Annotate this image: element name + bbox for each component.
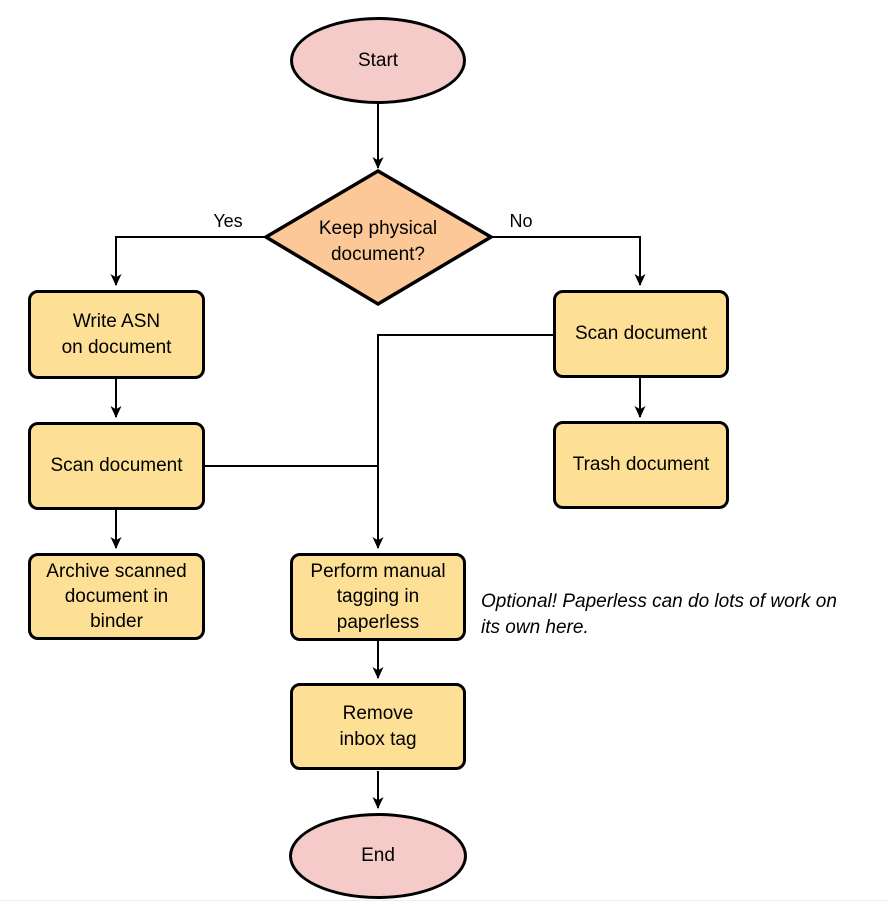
end-node-label: End xyxy=(361,845,395,867)
manual-tagging-node-label: Perform manual tagging in paperless xyxy=(310,561,446,633)
optional-annotation: Optional! Paperless can do lots of work … xyxy=(481,591,837,639)
scan-document-left-node-label: Scan document xyxy=(50,455,183,477)
remove-inbox-tag-node-label: Remove inbox tag xyxy=(339,703,417,750)
manual-tagging-node: Perform manual tagging in paperless xyxy=(290,553,466,641)
bottom-divider xyxy=(0,900,888,901)
scan-document-right-node: Scan document xyxy=(553,290,729,378)
write-asn-node: Write ASN on document xyxy=(28,290,205,379)
decision-node-label: Keep physical document? xyxy=(318,218,438,265)
remove-inbox-tag-node: Remove inbox tag xyxy=(290,683,466,770)
decision-diamond xyxy=(262,168,495,307)
write-asn-node-label: Write ASN on document xyxy=(61,311,172,358)
trash-document-node-label: Trash document xyxy=(572,454,710,476)
start-node: Start xyxy=(290,17,466,104)
edge-label-no: No xyxy=(509,211,533,231)
edge-decision-no-to-scan-right xyxy=(491,236,646,286)
end-node: End xyxy=(289,813,467,899)
edge-decision-yes-to-write-asn xyxy=(110,236,266,286)
scan-document-right-node-label: Scan document xyxy=(574,323,708,345)
start-node-label: Start xyxy=(357,49,399,71)
edge-scan-right-to-tagging xyxy=(372,334,553,549)
edge-label-yes: Yes xyxy=(213,211,243,231)
trash-document-node: Trash document xyxy=(553,421,729,509)
archive-node: Archive scanned document in binder xyxy=(28,553,205,640)
archive-node-label: Archive scanned document in binder xyxy=(46,560,187,633)
scan-document-left-node: Scan document xyxy=(28,422,205,510)
